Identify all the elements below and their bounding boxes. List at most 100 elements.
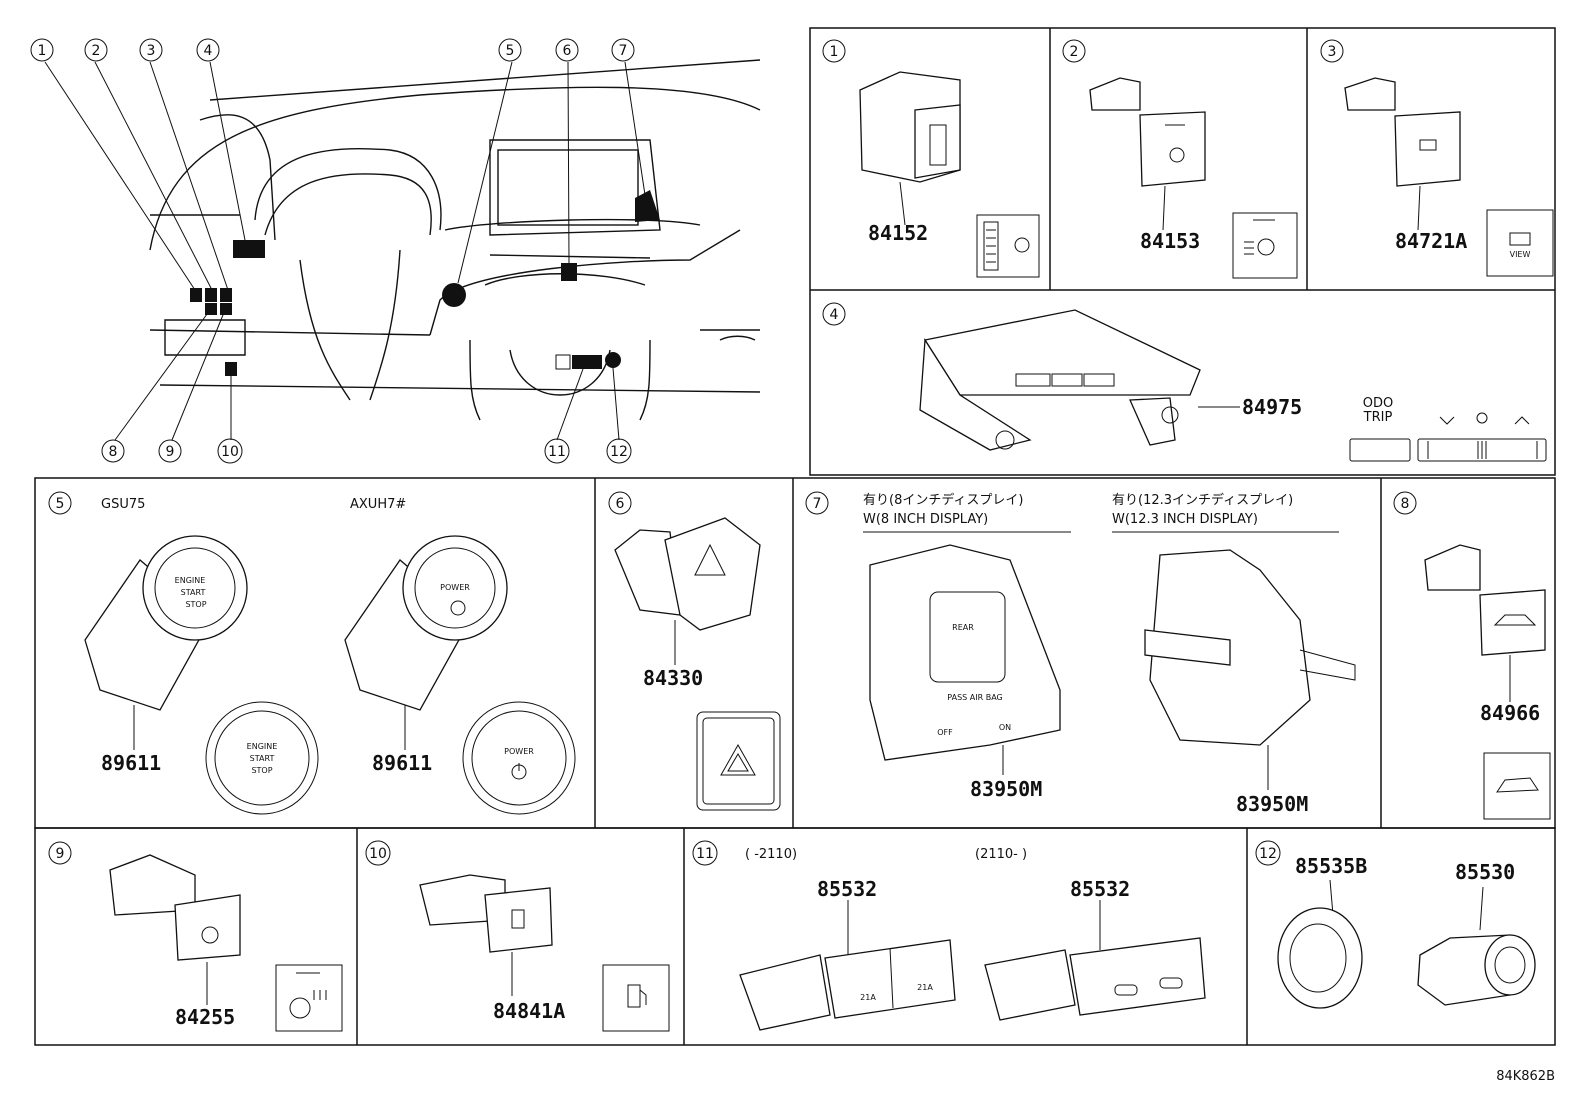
- svg-text:84255: 84255: [175, 1005, 235, 1029]
- svg-text:83950M: 83950M: [970, 777, 1042, 801]
- panel-1: 1 84152: [822, 39, 1040, 278]
- power-icon: POWER: [462, 701, 576, 815]
- svg-text:8: 8: [109, 444, 118, 460]
- svg-text:W(8 INCH DISPLAY): W(8 INCH DISPLAY): [863, 512, 988, 527]
- svg-text:6: 6: [616, 496, 625, 512]
- svg-text:11: 11: [548, 444, 566, 460]
- svg-text:ODO: ODO: [1363, 396, 1393, 411]
- svg-text:85530: 85530: [1455, 860, 1515, 884]
- callout-2: 2: [84, 38, 108, 62]
- vehicle-height-icon: [1483, 752, 1551, 820]
- callout-6: 6: [555, 38, 579, 62]
- svg-text:6: 6: [563, 43, 572, 59]
- engine-start-stop-button-icon: ENGINE START STOP: [205, 701, 319, 815]
- svg-text:START: START: [181, 588, 206, 597]
- svg-text:84966: 84966: [1480, 701, 1540, 725]
- panel-4: 4 84975 ODO TRIP: [822, 302, 1547, 462]
- svg-text:VIEW: VIEW: [1510, 250, 1531, 259]
- svg-text:START: START: [250, 754, 275, 763]
- svg-text:8: 8: [1401, 496, 1410, 512]
- callout-12: 12: [606, 438, 632, 464]
- svg-text:STOP: STOP: [251, 766, 272, 775]
- callout-8: 8: [101, 439, 125, 463]
- panel-3: 3 84721A VIEW: [1320, 39, 1554, 277]
- svg-text:OFF: OFF: [937, 728, 953, 737]
- callout-4: 4: [196, 38, 220, 62]
- svg-text:W(12.3 INCH DISPLAY): W(12.3 INCH DISPLAY): [1112, 512, 1258, 527]
- svg-text:( -2110): ( -2110): [745, 847, 797, 862]
- panel-7: 7 有り(8インチディスプレイ) W(8 INCH DISPLAY) 有り(12…: [805, 491, 1356, 816]
- panel-2: 2 84153: [1062, 39, 1298, 279]
- svg-text:11: 11: [696, 846, 714, 862]
- svg-text:7: 7: [619, 43, 628, 59]
- svg-text:85532: 85532: [817, 877, 877, 901]
- svg-text:84721A: 84721A: [1395, 229, 1467, 253]
- svg-text:12: 12: [1259, 846, 1277, 862]
- svg-text:85535B: 85535B: [1295, 854, 1367, 878]
- panel-frames: [34, 27, 1556, 1046]
- svg-text:PASS AIR BAG: PASS AIR BAG: [947, 693, 1002, 702]
- svg-text:12: 12: [610, 444, 628, 460]
- usb-icon: [1277, 907, 1363, 1009]
- svg-text:REAR: REAR: [952, 623, 974, 632]
- svg-text:1: 1: [830, 44, 839, 60]
- dimmer-icon: [976, 214, 1040, 278]
- panel-9: 9 84255: [48, 841, 343, 1032]
- svg-text:ON: ON: [999, 723, 1011, 732]
- panel-12: 12 85535B 85530: [1255, 840, 1536, 1009]
- diagram-code: 84K862B: [1496, 1069, 1555, 1084]
- svg-text:9: 9: [56, 846, 65, 862]
- panel-10: 10 84841A: [365, 840, 670, 1032]
- svg-text:83950M: 83950M: [1236, 792, 1308, 816]
- svg-text:2: 2: [1070, 44, 1079, 60]
- svg-text:1: 1: [38, 43, 47, 59]
- callout-10: 10: [217, 438, 243, 464]
- svg-text:STOP: STOP: [185, 600, 206, 609]
- headlight-auto-icon: [1232, 212, 1298, 279]
- panel-11: 11 ( -2110) (2110- ) 85532 21A 21A 85532: [692, 840, 1206, 1031]
- svg-text:ENGINE: ENGINE: [247, 742, 278, 751]
- heated-steering-icon: [275, 964, 343, 1032]
- callout-11: 11: [544, 438, 570, 464]
- svg-text:(2110- ): (2110- ): [975, 847, 1027, 862]
- svg-text:ENGINE: ENGINE: [175, 576, 206, 585]
- svg-text:7: 7: [813, 496, 822, 512]
- callout-7: 7: [611, 38, 635, 62]
- fuel-door-icon: [602, 964, 670, 1032]
- power-outlet-icon: [1417, 934, 1536, 1006]
- svg-text:84330: 84330: [643, 666, 703, 690]
- svg-text:POWER: POWER: [440, 583, 470, 592]
- svg-text:有り(12.3インチディスプレイ): 有り(12.3インチディスプレイ): [1112, 492, 1293, 508]
- callout-5: 5: [498, 38, 522, 62]
- panel-5: 5 GSU75 AXUH7# ENGINE START STOP 89611 E…: [48, 491, 576, 815]
- svg-text:84153: 84153: [1140, 229, 1200, 253]
- svg-text:21A: 21A: [860, 993, 876, 1002]
- svg-text:89611: 89611: [372, 751, 432, 775]
- svg-text:AXUH7#: AXUH7#: [350, 497, 406, 512]
- svg-text:5: 5: [56, 496, 65, 512]
- view-camera-icon: VIEW: [1486, 209, 1554, 277]
- svg-text:84841A: 84841A: [493, 999, 565, 1023]
- callout-9: 9: [158, 439, 182, 463]
- callout-1: 1: [30, 38, 54, 62]
- svg-text:21A: 21A: [917, 983, 933, 992]
- svg-text:POWER: POWER: [504, 747, 534, 756]
- svg-text:84152: 84152: [868, 221, 928, 245]
- svg-text:GSU75: GSU75: [101, 497, 145, 512]
- svg-text:84975: 84975: [1242, 395, 1302, 419]
- svg-text:89611: 89611: [101, 751, 161, 775]
- svg-text:85532: 85532: [1070, 877, 1130, 901]
- svg-text:3: 3: [1328, 44, 1337, 60]
- svg-text:TRIP: TRIP: [1363, 410, 1393, 425]
- svg-text:2: 2: [92, 43, 101, 59]
- svg-text:10: 10: [369, 846, 387, 862]
- svg-text:9: 9: [166, 444, 175, 460]
- svg-text:5: 5: [506, 43, 515, 59]
- svg-text:10: 10: [221, 444, 239, 460]
- svg-text:有り(8インチディスプレイ): 有り(8インチディスプレイ): [863, 492, 1024, 508]
- callout-3: 3: [139, 38, 163, 62]
- svg-text:3: 3: [147, 43, 156, 59]
- panel-6: 6 84330: [608, 491, 781, 811]
- hazard-icon: [696, 711, 781, 811]
- dashboard-illustration: [44, 59, 761, 441]
